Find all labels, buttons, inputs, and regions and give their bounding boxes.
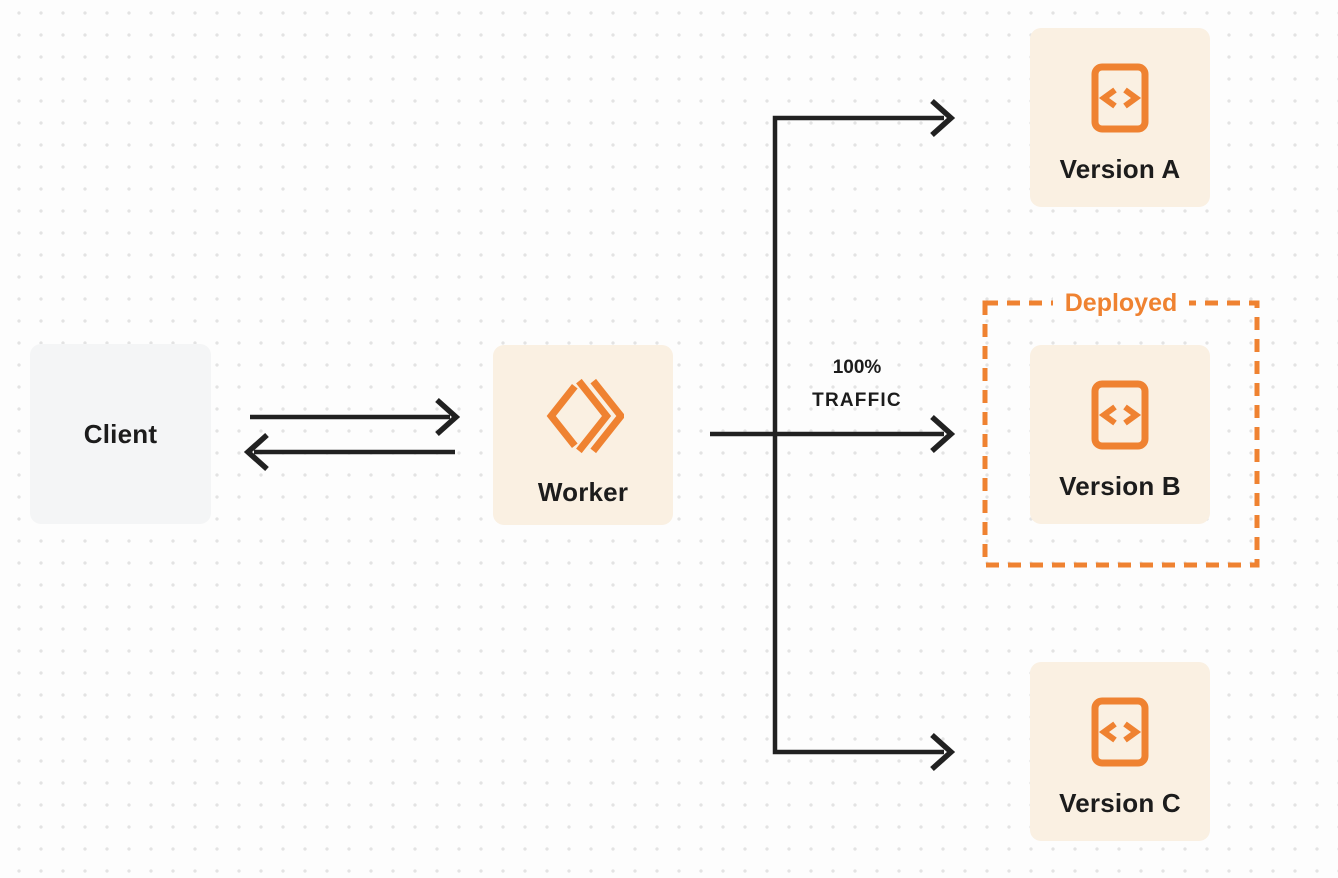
- version-b-node: Version B: [1030, 345, 1210, 524]
- traffic-percent: 100%: [832, 357, 882, 378]
- code-file-icon: [1091, 697, 1149, 767]
- version-a-node: Version A: [1030, 28, 1210, 207]
- workers-logo-icon: [546, 378, 624, 454]
- worker-to-client-arrow: [243, 432, 455, 472]
- version-c-label: Version C: [1059, 788, 1181, 818]
- code-file-icon: [1091, 63, 1149, 133]
- traffic-annotation: 100% TRAFFIC: [777, 351, 937, 417]
- version-c-node: Version C: [1030, 662, 1210, 841]
- arrowhead-version-a: [930, 98, 956, 138]
- worker-label: Worker: [537, 477, 629, 507]
- deployed-label-wrap: Deployed: [985, 287, 1257, 319]
- deployed-label: Deployed: [1052, 287, 1190, 319]
- worker-node: Worker: [493, 345, 673, 525]
- worker-to-version-b-arrow: [710, 414, 956, 454]
- version-b-label: Version B: [1059, 471, 1181, 501]
- traffic-word: TRAFFIC: [812, 390, 902, 411]
- version-a-label: Version A: [1059, 154, 1181, 184]
- client-node: Client: [30, 344, 211, 524]
- client-to-worker-arrow: [250, 397, 461, 437]
- arrowhead-version-c: [930, 732, 956, 772]
- code-file-icon: [1091, 380, 1149, 450]
- client-label: Client: [83, 418, 158, 449]
